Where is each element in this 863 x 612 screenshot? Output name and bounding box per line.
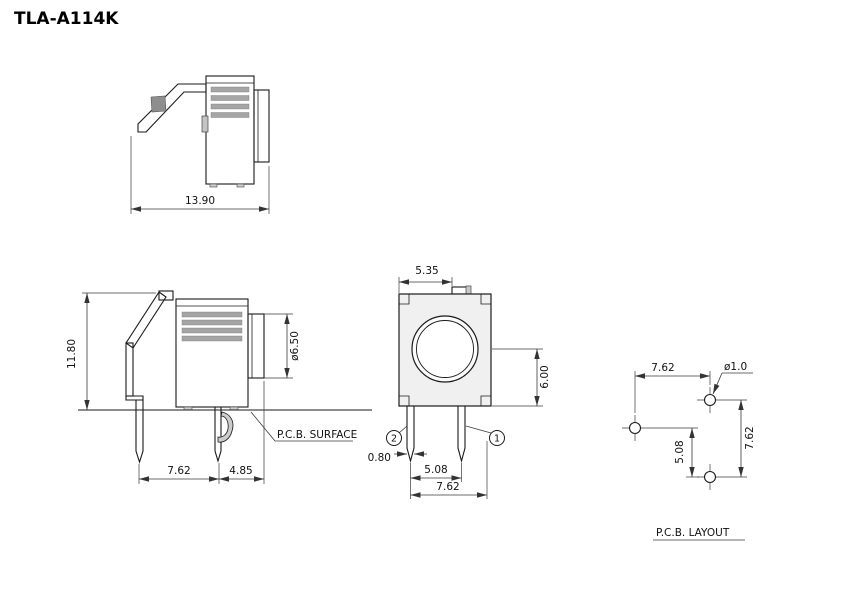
dim-label-0-80: 0.80 bbox=[368, 452, 391, 464]
side-latch bbox=[201, 115, 209, 133]
dim-label-4-85: 4.85 bbox=[229, 465, 252, 477]
corner-steps bbox=[399, 294, 491, 406]
pcb-hole-top-right bbox=[697, 387, 723, 413]
dim-pin-span: 7.62 4.85 bbox=[138, 381, 265, 484]
dim-base-height: 6.00 bbox=[492, 348, 551, 407]
pcb-hole-bottom-right bbox=[697, 464, 723, 490]
pcb-layout-caption: P.C.B. LAYOUT bbox=[653, 527, 745, 541]
pin-balloon-1: 1 bbox=[465, 425, 505, 446]
plunger-button bbox=[247, 313, 265, 379]
dim-label-pcb-5-08: 5.08 bbox=[674, 440, 686, 463]
dim-label-5-35: 5.35 bbox=[415, 265, 438, 277]
drawing-title: TLA-A114K bbox=[14, 9, 119, 29]
dim-label-pcb-7-62-v: 7.62 bbox=[744, 426, 756, 449]
dim-label-5-08: 5.08 bbox=[424, 464, 447, 476]
pcb-layout-label: P.C.B. LAYOUT bbox=[656, 527, 730, 539]
pin-1 bbox=[457, 405, 466, 464]
dim-label-6-00: 6.00 bbox=[539, 365, 551, 388]
terminal-pin bbox=[214, 406, 222, 463]
ground-pin bbox=[135, 399, 144, 464]
dim-height: 11.80 bbox=[66, 292, 156, 410]
lever-clip-hook bbox=[465, 285, 472, 295]
dim-button-dia: ø6.50 bbox=[264, 313, 301, 379]
view-pcb-layout: 7.62 ø1.0 5.08 7.62 P.C.B. LAYOUT bbox=[622, 361, 756, 541]
dim-row-pitch: 7.62 bbox=[410, 441, 488, 499]
view-front: 5.35 6.00 2 1 0.80 bbox=[368, 265, 551, 499]
dim-pin-width: 0.80 bbox=[368, 451, 427, 464]
dim-hole-v-pitch: 7.62 bbox=[723, 399, 756, 478]
pcb-surface-label: P.C.B. SURFACE bbox=[277, 429, 357, 441]
pin-balloon-2: 2 bbox=[386, 425, 408, 446]
pin-2 bbox=[406, 405, 415, 464]
lever-shape bbox=[137, 83, 207, 133]
terminal-hook bbox=[217, 411, 234, 443]
dim-label-pcb-7-62-h: 7.62 bbox=[651, 362, 674, 374]
button-inner bbox=[416, 320, 474, 378]
pcb-surface-callout: P.C.B. SURFACE bbox=[250, 411, 357, 442]
dim-label-11-80: 11.80 bbox=[66, 339, 78, 369]
hole-dia-label: ø1.0 bbox=[724, 361, 747, 373]
dim-label-7-62: 7.62 bbox=[436, 481, 459, 493]
lever-clip-pad bbox=[150, 95, 167, 113]
view-side-mounted: 11.80 ø6.50 P.C.B. SURFACE 7.62 4.85 bbox=[66, 290, 372, 484]
body-ridges bbox=[181, 311, 243, 342]
plunger-button bbox=[253, 89, 270, 163]
pin-1-number: 1 bbox=[494, 434, 500, 445]
lever-foot bbox=[125, 395, 144, 401]
dim-label-7-62: 7.62 bbox=[167, 465, 190, 477]
dim-hole-h-pitch: 7.62 bbox=[634, 362, 711, 413]
lever-anchor bbox=[158, 290, 174, 301]
dim-overall-width: 13.90 bbox=[130, 136, 270, 214]
body-ridges bbox=[210, 86, 250, 118]
pin-2-number: 2 bbox=[391, 434, 397, 445]
view-side-free: 13.90 bbox=[130, 75, 270, 214]
dim-pin-pitch: 5.08 bbox=[410, 463, 462, 482]
dim-hole-v-offset: 5.08 bbox=[648, 427, 699, 478]
lever-leg bbox=[125, 342, 134, 397]
dim-label-dia-6-50: ø6.50 bbox=[289, 331, 301, 361]
dim-label-13-90: 13.90 bbox=[185, 195, 215, 207]
dim-top-offset: 5.35 bbox=[398, 265, 453, 293]
hole-dia-callout: ø1.0 bbox=[712, 361, 753, 395]
pcb-hole-left bbox=[622, 415, 648, 441]
